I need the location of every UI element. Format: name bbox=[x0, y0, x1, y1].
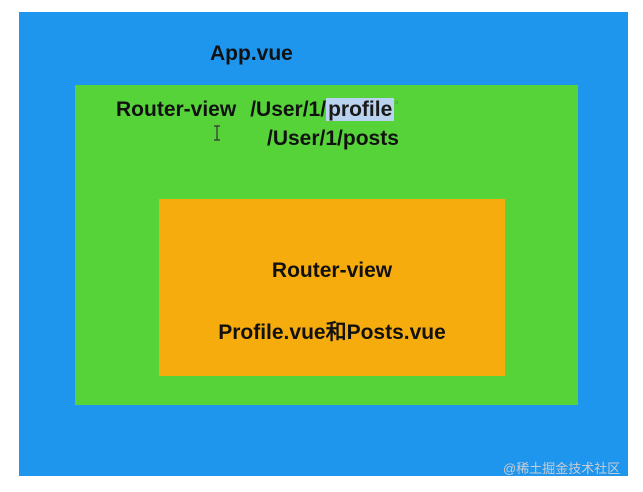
watermark: @稀土掘金技术社区 bbox=[503, 461, 621, 476]
app-title: App.vue bbox=[210, 42, 293, 65]
route-path-prefix: /User/1/ bbox=[250, 98, 327, 121]
route-line-profile[interactable]: Router-view/User/1/profile▫ bbox=[116, 98, 398, 122]
selection-handle-icon: ▫ bbox=[395, 98, 399, 107]
nested-components-label: Profile.vue和Posts.vue bbox=[218, 321, 446, 344]
router-view-label: Router-view bbox=[116, 98, 237, 121]
nested-router-view-box: Router-view Profile.vue和Posts.vue bbox=[159, 199, 505, 376]
text-cursor-icon bbox=[214, 125, 220, 141]
nested-router-view-title: Router-view bbox=[271, 259, 393, 282]
route-path-posts[interactable]: /User/1/posts bbox=[267, 127, 399, 150]
selected-text-profile[interactable]: profile bbox=[326, 98, 395, 121]
